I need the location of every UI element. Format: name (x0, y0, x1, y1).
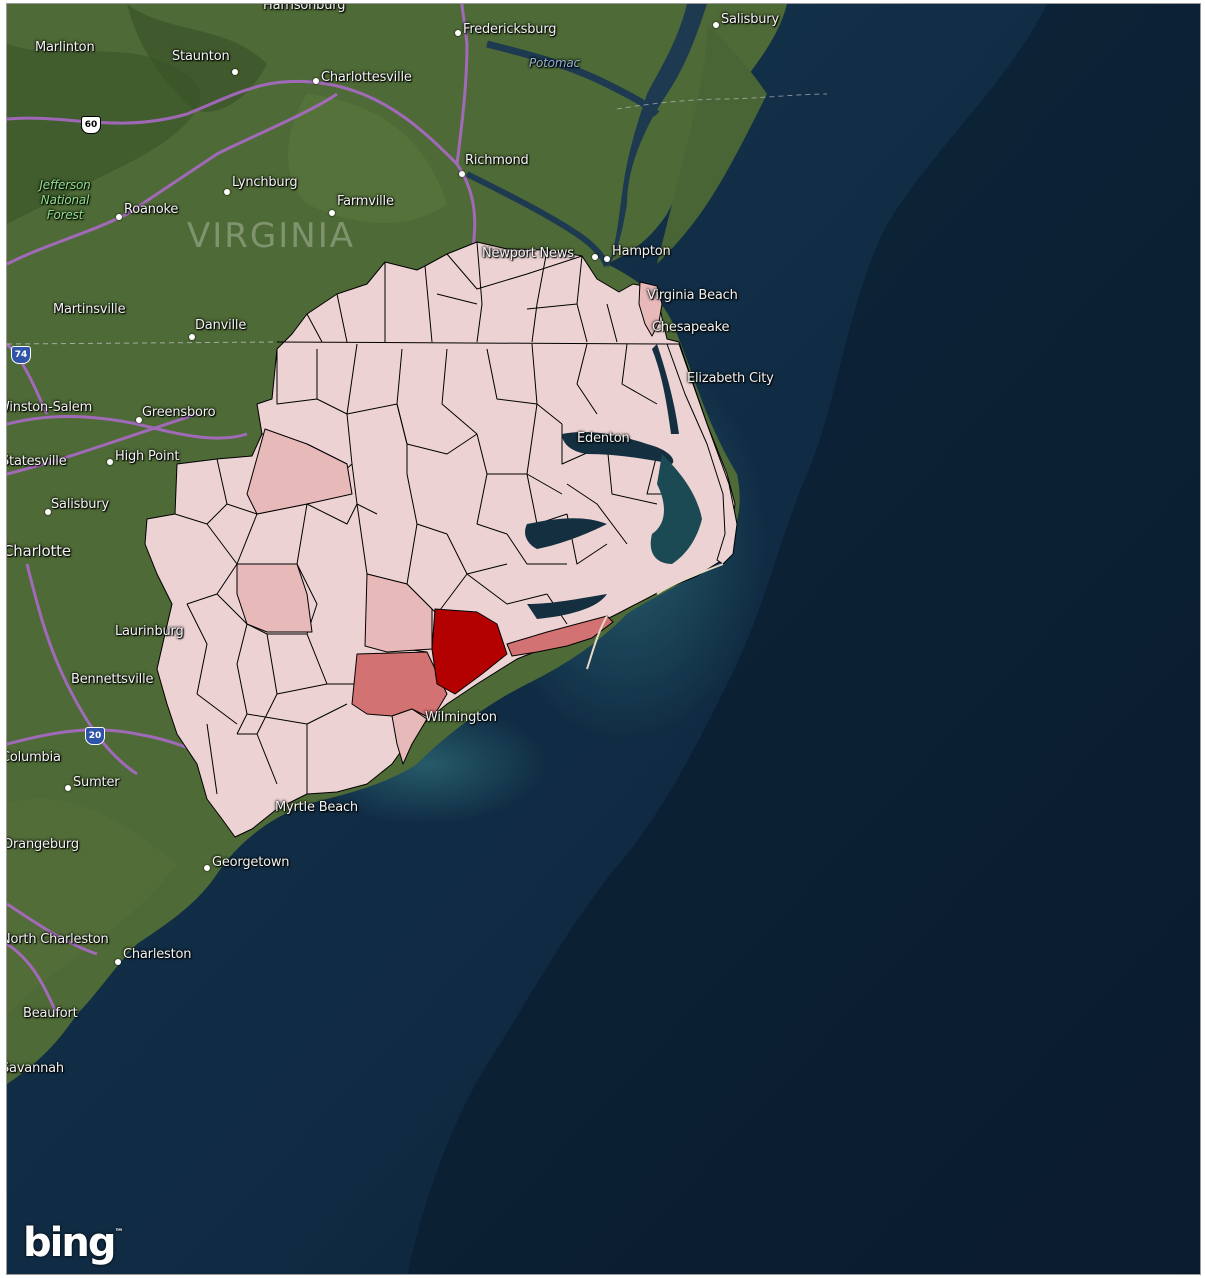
pamlico-sound (650, 454, 702, 564)
county-onslow[interactable] (431, 608, 508, 695)
city-dot-icon (116, 214, 122, 220)
place-label: Wilmington (425, 710, 497, 725)
place-label: Virginia Beach (647, 288, 738, 303)
county-cumberland-area[interactable] (236, 563, 313, 633)
city-dot-icon (224, 189, 230, 195)
county-guilford-area[interactable] (246, 428, 353, 515)
map-canvas[interactable] (7, 4, 1201, 1275)
place-label: Charlottesville (321, 70, 412, 85)
state-boundary (616, 93, 828, 110)
place-label: Beaufort (23, 1006, 78, 1021)
place-label: Sumter (73, 775, 120, 790)
place-label: Staunton (172, 49, 230, 64)
city-dot-icon (592, 254, 598, 260)
place-label: Columbia (6, 750, 61, 765)
city-dot-icon (329, 210, 335, 216)
city-dot-icon (65, 785, 71, 791)
delmarva-peninsula (657, 24, 767, 264)
currituck-sound (652, 344, 679, 434)
bing-logo[interactable]: bing™ (23, 1220, 123, 1266)
place-label: VIRGINIA (187, 216, 356, 256)
place-label: Marlinton (35, 40, 95, 55)
place-label: Greensboro (142, 405, 216, 420)
place-label: Winston-Salem (6, 400, 93, 415)
mountain-ridges (7, 44, 201, 224)
place-label: Bennettsville (71, 672, 154, 687)
city-dot-icon (459, 171, 465, 177)
county-choropleth[interactable] (144, 241, 738, 838)
place-label: Elizabeth City (687, 371, 774, 386)
place-label: Chesapeake (652, 320, 730, 335)
potomac-river (486, 40, 660, 117)
place-label: Savannah (6, 1061, 64, 1076)
chesapeake-bay (607, 4, 707, 269)
city-dot-icon (313, 78, 319, 84)
city-dot-icon (107, 459, 113, 465)
place-label: Laurinburg (115, 624, 184, 639)
mountain-ridges (127, 4, 267, 112)
cape-lookout (586, 615, 608, 670)
place-label: Orangeburg (6, 837, 79, 852)
place-label: Hampton (612, 244, 671, 259)
pamlico-river (525, 518, 607, 549)
interstate-shield-icon: 74 (11, 346, 31, 364)
interstate-shield-icon: 20 (85, 727, 105, 745)
place-label: Jefferson National Forest (39, 178, 91, 222)
place-label: Fredericksburg (463, 22, 557, 37)
place-label: Salisbury (721, 12, 779, 27)
county-region-outline (144, 241, 736, 838)
place-label: Salisbury (51, 497, 109, 512)
cape-hatteras (656, 563, 724, 595)
place-label: Myrtle Beach (275, 800, 358, 815)
us-route-shield-icon: 60 (81, 116, 101, 134)
place-label: Roanoke (124, 202, 179, 217)
place-label: Charlotte (6, 542, 71, 560)
place-label: Lynchburg (232, 175, 298, 190)
continental-shelf-edge (407, 4, 1200, 1274)
piedmont (288, 94, 447, 223)
place-label: Martinsville (53, 302, 126, 317)
place-label: Edenton (577, 431, 630, 446)
city-dot-icon (45, 509, 51, 515)
coastal-plain-sc (7, 798, 177, 1014)
city-dot-icon (204, 865, 210, 871)
place-label: North Charleston (6, 932, 109, 947)
place-label: Charleston (123, 947, 192, 962)
place-label: Newport News (482, 246, 574, 261)
james-river (465, 171, 610, 268)
city-dot-icon (455, 30, 461, 36)
city-dot-icon (136, 417, 142, 423)
place-label: Richmond (465, 153, 529, 168)
county-virginia-beach[interactable] (638, 281, 663, 337)
city-dot-icon (604, 256, 610, 262)
city-dot-icon (189, 334, 195, 340)
place-label: Georgetown (212, 855, 290, 870)
city-dot-icon (232, 69, 238, 75)
bing-logo-text: bing (23, 1220, 116, 1266)
place-label: High Point (115, 449, 180, 464)
city-dot-icon (115, 959, 121, 965)
place-label: Farmville (337, 194, 394, 209)
neuse-river (527, 594, 607, 619)
place-label: Harrisonburg (263, 3, 346, 13)
county-new-hanover[interactable] (391, 708, 428, 765)
city-dot-icon (713, 22, 719, 28)
place-label: Danville (195, 318, 247, 333)
trademark-symbol: ™ (114, 1228, 124, 1238)
place-label: Potomac (529, 56, 580, 70)
albemarle-sound (562, 432, 674, 464)
place-label: Statesville (6, 454, 67, 469)
county-carteret[interactable] (506, 615, 614, 657)
